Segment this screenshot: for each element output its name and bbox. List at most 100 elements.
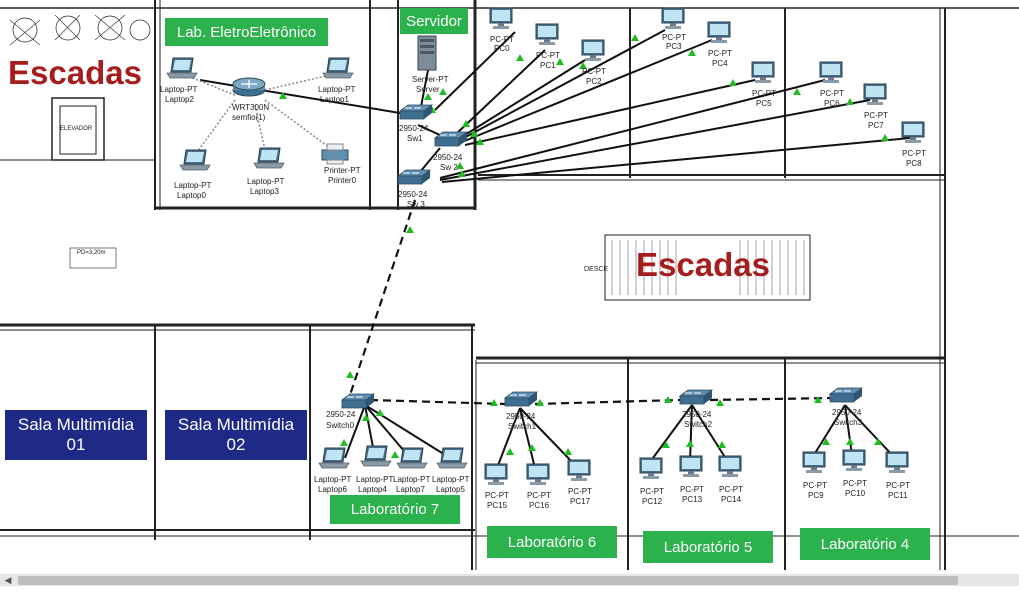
router-device[interactable]: WRT300N semfio(1) <box>232 77 269 122</box>
switch-switch0[interactable]: 2950-24 Switch0 <box>326 393 375 430</box>
switch3-name: Switch3 <box>834 418 863 427</box>
sw1-type: 2950-24 <box>399 124 429 133</box>
pc2-type: PC-PT <box>582 67 606 76</box>
pc5-name: PC5 <box>756 99 772 108</box>
laptop-laptop7[interactable]: Laptop-PT Laptop7 <box>393 447 430 494</box>
pc-pc13[interactable]: PC-PT PC13 <box>679 455 704 504</box>
room-label-sala-multimidia-02: Sala Multimídia 02 <box>165 410 307 460</box>
pc11-type: PC-PT <box>886 481 910 490</box>
room-label-servidor: Servidor <box>400 8 468 34</box>
pc14-type: PC-PT <box>719 485 743 494</box>
pc5-type: PC-PT <box>752 89 776 98</box>
room-label-lab5: Laboratório 5 <box>643 531 773 563</box>
pc3-type: PC-PT <box>662 33 686 42</box>
printer-name: Printer0 <box>328 176 357 185</box>
network-links <box>199 29 911 469</box>
laptop4-type: Laptop-PT <box>356 475 393 484</box>
laptop4-name: Laptop4 <box>358 485 387 494</box>
printer-device[interactable]: Printer-PT Printer0 <box>321 143 361 185</box>
pc6-name: PC6 <box>824 99 840 108</box>
pc11-name: PC11 <box>888 491 908 500</box>
laptop-laptop0[interactable]: Laptop-PT Laptop0 <box>174 149 211 200</box>
laptop-laptop1[interactable]: Laptop-PT Laptop1 <box>318 57 355 104</box>
switch2-name: Switch2 <box>684 420 713 429</box>
switch-switch3[interactable]: 2950-24 Switch3 <box>829 387 863 427</box>
pc15-type: PC-PT <box>485 491 509 500</box>
pc16-type: PC-PT <box>527 491 551 500</box>
laptop2-name: Laptop2 <box>165 95 194 104</box>
laptop1-name: Laptop1 <box>320 95 349 104</box>
laptop2-type: Laptop-PT <box>160 85 197 94</box>
switch-sw2[interactable]: 2950-24 Sw 2 <box>433 131 468 172</box>
pc8-name: PC8 <box>906 159 922 168</box>
pc0-name: PC0 <box>494 44 510 53</box>
scrollbar-thumb[interactable] <box>18 576 958 585</box>
pc16-name: PC16 <box>529 501 550 510</box>
laptop-laptop6[interactable]: Laptop-PT Laptop6 <box>314 447 351 494</box>
pc4-type: PC-PT <box>708 49 732 58</box>
scroll-left-arrow-icon[interactable]: ◀ <box>4 574 12 585</box>
laptop0-type: Laptop-PT <box>174 181 211 190</box>
server-device[interactable]: Server-PT Server <box>412 35 449 94</box>
switch1-type: 2950-24 <box>506 412 536 421</box>
pc-pc6[interactable]: PC-PT PC6 <box>819 61 844 108</box>
sw1-name: Sw1 <box>407 134 423 143</box>
switch3-type: 2950-24 <box>832 408 862 417</box>
pc13-name: PC13 <box>682 495 703 504</box>
sw2-type: 2950-24 <box>433 153 463 162</box>
trunk-links <box>348 199 833 406</box>
pc17-name: PC17 <box>570 497 591 506</box>
room-label-lab7: Laboratório 7 <box>330 495 460 524</box>
laptop-laptop3[interactable]: Laptop-PT Laptop3 <box>247 147 285 196</box>
pc-pc9[interactable]: PC-PT PC9 <box>802 451 827 500</box>
pc17-type: PC-PT <box>568 487 592 496</box>
pc10-type: PC-PT <box>843 479 867 488</box>
pc-pc0[interactable]: PC-PT PC0 <box>489 7 514 53</box>
room-label-lab4: Laboratório 4 <box>800 528 930 560</box>
laptop-laptop2[interactable]: Laptop-PT Laptop2 <box>160 57 198 104</box>
laptop6-type: Laptop-PT <box>314 475 351 484</box>
switch-sw1[interactable]: 2950-24 Sw1 <box>399 104 433 143</box>
pc-pc11[interactable]: PC-PT PC11 <box>885 451 910 500</box>
pc-pc8[interactable]: PC-PT PC8 <box>901 121 926 168</box>
pc-pc3[interactable]: PC-PT PC3 <box>661 7 686 51</box>
pc6-type: PC-PT <box>820 89 844 98</box>
laptop-laptop4[interactable]: Laptop-PT Laptop4 <box>356 445 393 494</box>
pc10-name: PC10 <box>845 489 866 498</box>
stairs-label-topleft: Escadas <box>8 54 142 91</box>
laptop6-name: Laptop6 <box>318 485 347 494</box>
laptop5-type: Laptop-PT <box>432 475 469 484</box>
sw2-name: Sw 2 <box>440 163 458 172</box>
pc-pc15[interactable]: PC-PT PC15 <box>484 463 509 510</box>
router-type: WRT300N <box>232 103 269 112</box>
printer-type: Printer-PT <box>324 166 361 175</box>
pc-pc16[interactable]: PC-PT PC16 <box>526 463 551 510</box>
pc0-type: PC-PT <box>490 35 514 44</box>
pc7-type: PC-PT <box>864 111 888 120</box>
sw3-name: Sw 3 <box>407 200 425 209</box>
laptop5-name: Laptop5 <box>436 485 465 494</box>
pc-pc2[interactable]: PC-PT PC2 <box>581 39 606 86</box>
pc-pc12[interactable]: PC-PT PC12 <box>639 457 664 506</box>
laptop-laptop5[interactable]: Laptop-PT Laptop5 <box>432 447 469 494</box>
switch-switch1[interactable]: 2950-24 Switch1 <box>504 391 538 431</box>
pc-pc7[interactable]: PC-PT PC7 <box>863 83 888 130</box>
pc-pc14[interactable]: PC-PT PC14 <box>718 455 743 504</box>
router-name: semfio(1) <box>232 113 266 122</box>
pc9-name: PC9 <box>808 491 824 500</box>
pc9-type: PC-PT <box>803 481 827 490</box>
server-name: Server <box>416 85 440 94</box>
switch-switch2[interactable]: 2950-24 Switch2 <box>679 389 713 429</box>
pc1-type: PC-PT <box>536 51 560 60</box>
pc3-name: PC3 <box>666 42 682 51</box>
pc-pc17[interactable]: PC-PT PC17 <box>567 459 592 506</box>
pc12-type: PC-PT <box>640 487 664 496</box>
pc-pc1[interactable]: PC-PT PC1 <box>535 23 560 70</box>
switch-sw3[interactable]: 2950-24 Sw 3 <box>397 169 431 209</box>
pc-pc4[interactable]: PC-PT PC4 <box>707 21 732 68</box>
pc-pc5[interactable]: PC-PT PC5 <box>751 61 776 108</box>
pc1-name: PC1 <box>540 61 556 70</box>
pc-pc10[interactable]: PC-PT PC10 <box>842 449 867 498</box>
